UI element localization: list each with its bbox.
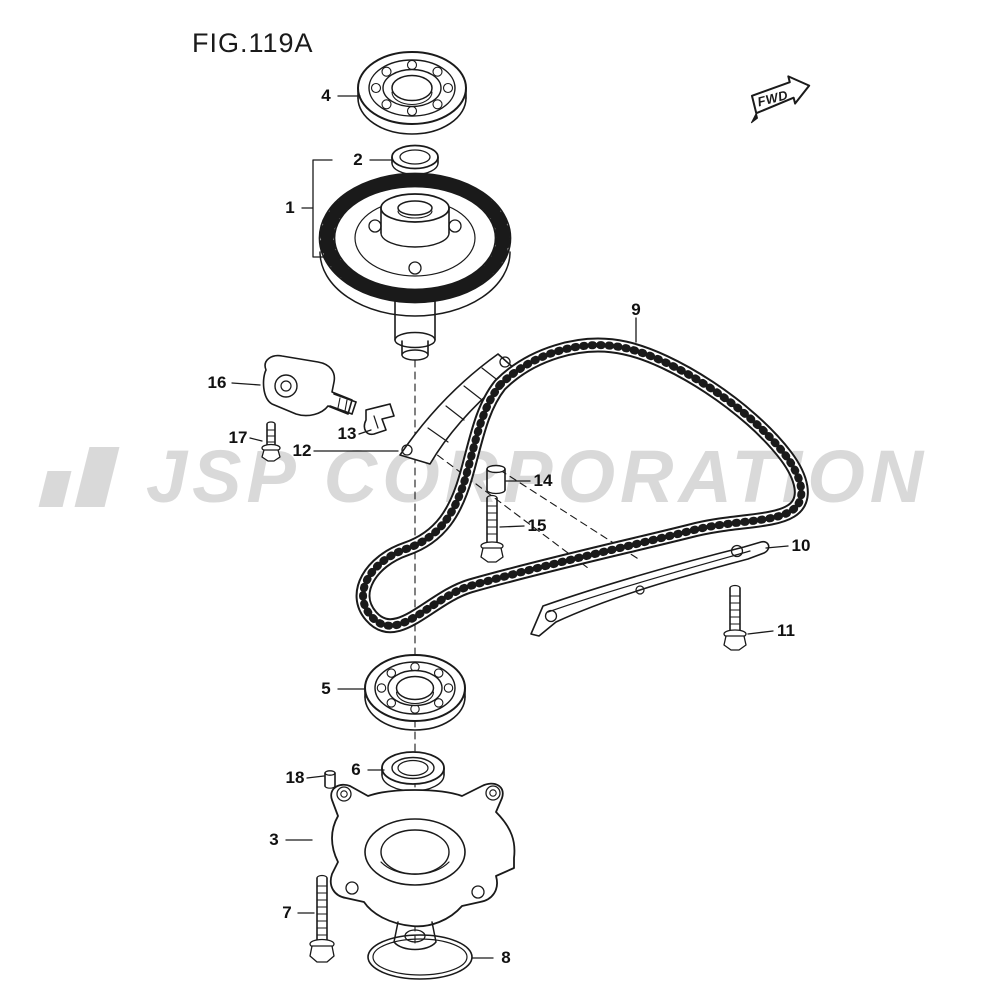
part-12-chain-guide-upper: [399, 353, 517, 465]
part-1-idle-gear: [318, 172, 512, 361]
part-label-17: 17: [228, 428, 248, 447]
leader-lines: [231, 95, 789, 959]
part-label-2: 2: [353, 150, 363, 169]
part-7-bolt: [309, 874, 335, 963]
part-label-14: 14: [533, 471, 553, 490]
part-label-15: 15: [527, 516, 547, 535]
part-9-timing-chain: [355, 337, 809, 634]
part-13-clip: [363, 403, 395, 436]
part-4-bearing: [357, 51, 467, 135]
part-16-tensioner: [262, 354, 357, 417]
part-10-chain-guide-lower: [530, 540, 770, 637]
part-label-10: 10: [791, 536, 811, 555]
part-label-6: 6: [351, 760, 361, 779]
part-label-4: 4: [321, 86, 331, 105]
part-17-bolt: [261, 421, 281, 462]
part-label-1: 1: [285, 198, 295, 217]
part-18-pin: [324, 770, 336, 789]
part-label-5: 5: [321, 679, 331, 698]
part-label-12: 12: [292, 441, 312, 460]
fwd-label: FWD: [756, 87, 790, 109]
part-label-18: 18: [285, 768, 305, 787]
part-label-9: 9: [631, 300, 641, 319]
part-label-3: 3: [269, 830, 279, 849]
part-14-spacer: [486, 464, 506, 495]
part-3-oil-pump-body: [329, 782, 516, 951]
part-label-7: 7: [282, 903, 292, 922]
part-label-13: 13: [337, 424, 357, 443]
part-label-16: 16: [207, 373, 227, 392]
part-15-bolt: [480, 494, 504, 563]
fwd-indicator: FWD: [750, 75, 811, 124]
part-6-seal-ring: [381, 751, 445, 792]
part-label-11: 11: [777, 621, 795, 640]
part-label-8: 8: [501, 948, 511, 967]
part-8-o-ring: [367, 934, 473, 980]
part-2-spacer-ring: [391, 144, 439, 176]
part-5-bearing: [364, 654, 466, 731]
figure-title: FIG.119A: [192, 28, 314, 58]
part-11-bolt: [723, 584, 747, 651]
